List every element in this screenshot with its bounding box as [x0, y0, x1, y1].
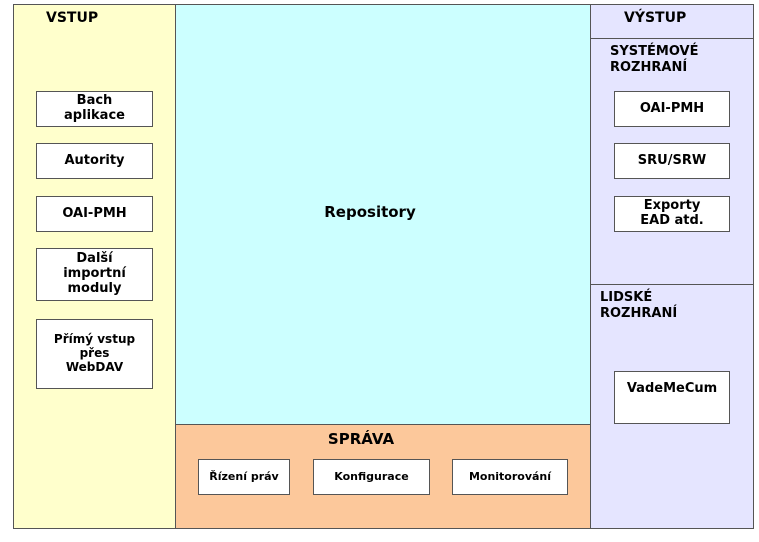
- management-configuration: Konfigurace: [313, 459, 430, 495]
- management-title: SPRÁVA: [327, 430, 395, 448]
- input-module-oai-pmh: OAI-PMH: [36, 196, 153, 232]
- input-title: VSTUP: [46, 10, 99, 26]
- input-module-other-importers: Další importní moduly: [36, 248, 153, 301]
- system-module-exports: Exporty EAD atd.: [614, 196, 730, 232]
- human-module-vademecum: VadeMeCum: [614, 371, 730, 424]
- repository-title: Repository: [324, 203, 416, 221]
- repository-panel: [175, 4, 591, 425]
- system-interfaces-title: SYSTÉMOVÉ ROZHRANÍ: [610, 44, 699, 75]
- input-module-authorities: Autority: [36, 143, 153, 179]
- input-module-bach: Bach aplikace: [36, 91, 153, 127]
- management-monitoring: Monitorování: [452, 459, 568, 495]
- system-module-sru-srw: SRU/SRW: [614, 143, 730, 179]
- input-module-webdav: Přímý vstup přes WebDAV: [36, 319, 153, 389]
- system-module-oai-pmh: OAI-PMH: [614, 91, 730, 127]
- human-interfaces-title: LIDSKÉ ROZHRANÍ: [600, 290, 678, 321]
- output-title: VÝSTUP: [624, 10, 687, 26]
- output-header: [590, 4, 754, 39]
- management-rights: Řízení práv: [198, 459, 290, 495]
